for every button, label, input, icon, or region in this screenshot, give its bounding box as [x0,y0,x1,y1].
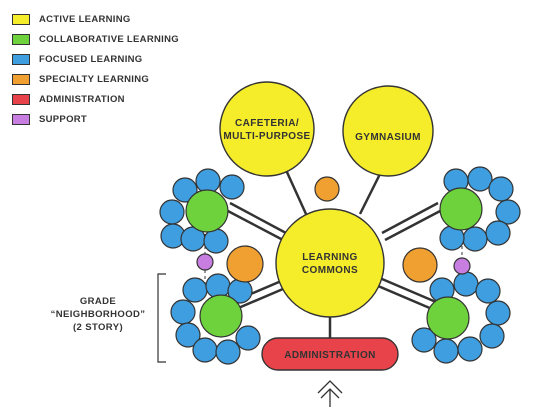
learning-commons-label-line2: COMMONS [302,265,358,276]
grade-cluster-upper-right [439,166,521,252]
focused-learning-room [457,336,483,362]
connector-gymnasium [358,169,384,215]
specialty-learning-right [402,247,438,283]
focused-learning-room [182,277,208,303]
legend-label: COLLABORATIVE LEARNING [39,33,179,45]
legend-swatch [12,13,30,25]
cafeteria-label-line1: CAFETERIA/ [235,118,299,129]
focused-learning-room [467,166,493,192]
gymnasium-circle [342,85,434,177]
grade-cluster-upper-left [159,168,245,254]
legend-item-collaborative-learning: COLLABORATIVE LEARNING [12,29,179,49]
grade-cluster-lower-right [411,271,511,364]
grade-neighborhood-label-line2: “NEIGHBORHOOD” [51,309,146,320]
connector-lower-right-a [381,277,437,304]
focused-learning-room [175,322,201,348]
focused-learning-room [195,168,221,194]
support-space-right [453,257,471,275]
focused-learning-room [205,273,231,299]
grade-neighborhood-bracket [157,273,166,363]
focused-learning-room [453,271,479,297]
focused-learning-room [192,337,218,363]
cafeteria-label-line2: MULTI-PURPOSE [223,131,310,142]
legend-item-administration: ADMINISTRATION [12,89,179,109]
specialty-learning-left [226,245,264,283]
focused-learning-room [462,226,488,252]
legend-swatch [12,73,30,85]
legend-item-support: SUPPORT [12,109,179,129]
legend-label: SPECIALTY LEARNING [39,73,150,85]
learning-commons-label-line1: LEARNING [302,252,357,263]
specialty-and-support [196,176,471,283]
connector-lower-left-b [235,284,291,311]
legend-label: ACTIVE LEARNING [39,13,131,25]
legend-label: SUPPORT [39,113,88,125]
legend-swatch [12,113,30,125]
legend-swatch [12,33,30,45]
legend-item-focused-learning: FOCUSED LEARNING [12,49,179,69]
cafeteria-circle [219,81,315,177]
legend-label: ADMINISTRATION [39,93,125,105]
focused-learning-room [433,338,459,364]
legend-swatch [12,93,30,105]
entrance-arrow-icon [317,380,343,407]
focused-learning-room [475,278,501,304]
connector-upper-right-a [381,201,439,235]
collaborative-learning-space [185,189,229,233]
focused-learning-room [485,220,511,246]
focused-learning-room [203,228,229,254]
active-learning-spaces [219,81,434,318]
focused-learning-room [172,177,198,203]
legend-swatch [12,53,30,65]
administration-block [261,337,399,371]
focused-learning-room [215,339,241,365]
focused-learning-room [170,299,196,325]
administration-label: ADMINISTRATION [284,350,376,361]
focused-learning-room [219,174,245,200]
collaborative-learning-space [199,294,243,338]
grade-neighborhood-label-line3: (2 STORY) [73,322,123,333]
focused-learning-room [411,327,437,353]
grade-cluster-lower-left [170,273,261,365]
legend-label: FOCUSED LEARNING [39,53,143,65]
collaborative-learning-space [439,187,483,231]
connector-upper-right-b [384,208,443,242]
connector-cafeteria [284,169,308,215]
connector-upper-left-a [229,201,287,235]
learning-commons-circle [275,208,385,318]
support-space-left [196,253,214,271]
focused-learning-room [485,300,511,326]
focused-learning-room [479,323,505,349]
gymnasium-label: GYMNASIUM [355,132,421,143]
legend-item-active-learning: ACTIVE LEARNING [12,9,179,29]
collaborative-learning-space [426,296,470,340]
connector-lower-right-b [377,284,433,311]
focused-learning-room [488,176,514,202]
focused-learning-room [159,199,185,225]
grade-neighborhood-label-line1: GRADE [80,296,116,307]
legend-item-specialty-learning: SPECIALTY LEARNING [12,69,179,89]
specialty-learning-top [314,176,340,202]
focused-learning-room [235,325,261,351]
focused-learning-room [495,199,521,225]
connector-upper-left-b [225,208,284,242]
legend: ACTIVE LEARNING COLLABORATIVE LEARNING F… [12,9,179,129]
